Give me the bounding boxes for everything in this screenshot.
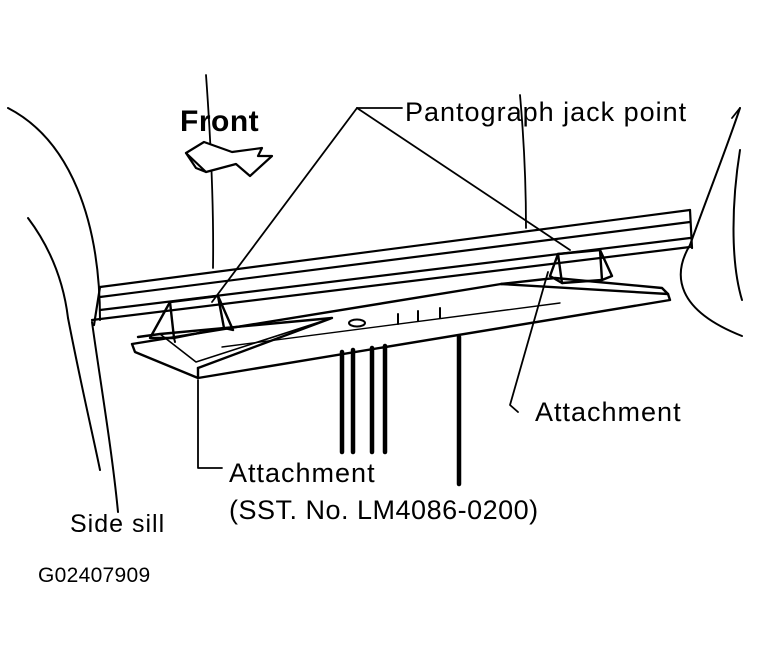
stand-posts xyxy=(339,334,462,487)
side-sill-label: Side sill xyxy=(70,510,166,538)
attachment-left-leader xyxy=(197,379,223,469)
attachment-plate xyxy=(130,276,672,380)
pantograph-jack-point-label: Pantograph jack point xyxy=(405,97,688,127)
attachment-right-label: Attachment xyxy=(535,397,682,427)
attachment-left-label: Attachment xyxy=(229,458,376,488)
front-label: Front xyxy=(180,105,260,138)
figure-id-label: G02407909 xyxy=(38,564,151,587)
pjp-leader-right xyxy=(356,107,571,251)
leader-lines xyxy=(197,107,741,469)
pjp-leader-left xyxy=(211,107,358,303)
sst-number-label: (SST. No. LM4086-0200) xyxy=(229,495,539,525)
rear-wheel-arch xyxy=(679,107,743,337)
plate-slots xyxy=(348,307,441,328)
side-sill-skirt xyxy=(67,317,119,513)
left-jack-point-block xyxy=(148,294,235,343)
pjp-end-tick xyxy=(731,107,741,119)
right-jack-point-block xyxy=(548,248,614,285)
attachment-right-leader xyxy=(509,271,549,413)
front-arrow-icon xyxy=(184,140,274,178)
front-wheel-arch xyxy=(7,107,101,321)
